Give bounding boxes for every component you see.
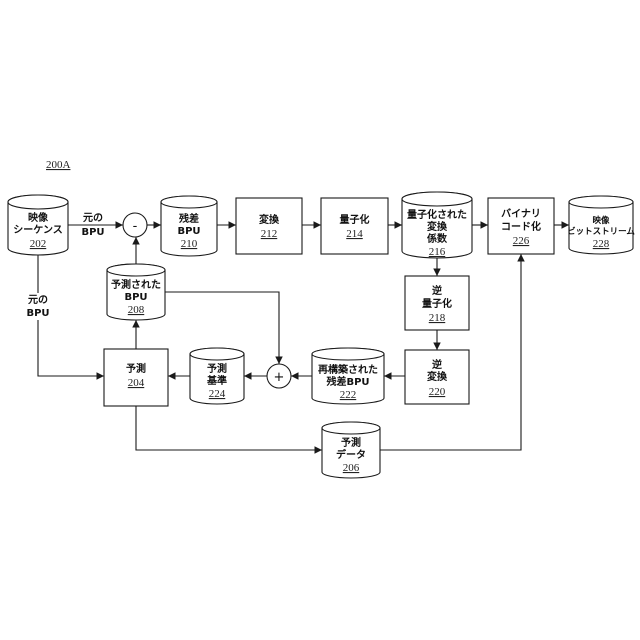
node-video-bitstream: 映像 ビットストリーム 228: [567, 196, 635, 254]
edge-label-original-bpu-left: 元の BPU: [26, 294, 49, 319]
edge-label-line-1: 元の: [28, 294, 48, 306]
quantization-label: 量子化: [340, 213, 370, 226]
prediction-reference-label-line-2: 基準: [206, 374, 227, 387]
prediction-label: 予測: [126, 362, 146, 375]
connections: [38, 225, 569, 450]
prediction-data-label-line-1: 予測: [341, 436, 361, 449]
plus-symbol: +: [274, 370, 285, 385]
binary-coding-ref: 226: [513, 235, 530, 247]
video-sequence-ref: 202: [30, 238, 47, 250]
quantization-ref: 214: [346, 228, 363, 240]
node-video-sequence: 映像 シーケンス 202: [8, 195, 68, 255]
box-shape: [321, 198, 388, 254]
box-shape: [236, 198, 302, 254]
inverse-quantization-label-line-1: 逆: [432, 284, 442, 297]
transform-label: 変換: [259, 213, 280, 226]
node-reconstructed-residual: 再構築された 残差BPU 222: [312, 348, 384, 404]
node-prediction: 予測 204: [104, 349, 168, 406]
edge-label-line-2: BPU: [26, 308, 49, 319]
transform-ref: 212: [261, 228, 278, 240]
arrow-sequence-to-prediction: [38, 320, 104, 376]
residual-bpu-label-line-2: BPU: [177, 226, 200, 237]
predicted-bpu-label-line-2: BPU: [124, 292, 147, 303]
cylinder-top: [569, 196, 633, 208]
quantized-coeffs-label-line-2: 変換: [427, 220, 448, 233]
inverse-quantization-label-line-2: 量子化: [422, 297, 452, 310]
minus-symbol: -: [133, 219, 138, 234]
arrow-prediction-to-data: [136, 406, 322, 450]
prediction-reference-label-line-1: 予測: [207, 362, 227, 375]
video-sequence-label-line-2: シーケンス: [13, 224, 63, 236]
cylinder-top: [161, 196, 217, 208]
figure-label: 200A: [46, 159, 71, 171]
node-quantized-coefficients: 量子化された 変換 係数 216: [402, 192, 472, 258]
cylinder-top: [8, 195, 68, 209]
prediction-ref: 204: [128, 377, 145, 389]
inverse-quantization-ref: 218: [429, 312, 446, 324]
predicted-bpu-label-line-1: 予測された: [111, 278, 161, 291]
edge-label-line-1: 元の: [83, 212, 103, 224]
reconstructed-residual-label-line-2: 残差BPU: [326, 375, 369, 388]
cylinder-top: [322, 422, 380, 434]
quantized-coeffs-ref: 216: [429, 246, 446, 258]
node-prediction-data: 予測 データ 206: [322, 422, 380, 478]
predicted-bpu-ref: 208: [128, 304, 145, 316]
cylinder-top: [402, 192, 472, 206]
cylinder-top: [190, 348, 244, 360]
residual-bpu-label-line-1: 残差: [179, 212, 199, 225]
residual-bpu-ref: 210: [181, 238, 198, 250]
reconstructed-residual-ref: 222: [340, 389, 357, 401]
node-quantization: 量子化 214: [321, 198, 388, 254]
inverse-transform-label-line-1: 逆: [432, 358, 442, 371]
cylinder-top: [107, 264, 165, 276]
node-inverse-quantization: 逆 量子化 218: [405, 276, 469, 330]
node-inverse-transform: 逆 変換 220: [405, 350, 469, 404]
quantized-coeffs-label-line-3: 係数: [427, 232, 448, 245]
video-bitstream-ref: 228: [593, 238, 610, 250]
cylinder-top: [312, 348, 384, 360]
binary-coding-label-line-1: バイナリ: [501, 208, 541, 220]
binary-coding-label-line-2: コード化: [501, 220, 541, 233]
node-add: +: [267, 364, 291, 388]
node-binary-coding: バイナリ コード化 226: [488, 198, 554, 254]
node-predicted-bpu: 予測された BPU 208: [107, 264, 165, 320]
node-residual-bpu: 残差 BPU 210: [161, 196, 217, 256]
edge-label-line-2: BPU: [81, 227, 104, 238]
video-bitstream-label-line-1: 映像: [592, 215, 610, 226]
reconstructed-residual-label-line-1: 再構築された: [318, 363, 378, 376]
video-sequence-label-line-1: 映像: [28, 211, 49, 224]
inverse-transform-label-line-2: 変換: [427, 370, 448, 383]
quantized-coeffs-label-line-1: 量子化された: [407, 208, 467, 221]
node-subtract: -: [123, 213, 147, 237]
video-bitstream-label-line-2: ビットストリーム: [567, 226, 635, 237]
prediction-data-label-line-2: データ: [336, 448, 366, 461]
prediction-data-ref: 206: [343, 462, 360, 474]
node-transform: 変換 212: [236, 198, 302, 254]
prediction-reference-ref: 224: [209, 388, 226, 400]
node-prediction-reference: 予測 基準 224: [190, 348, 244, 404]
inverse-transform-ref: 220: [429, 386, 446, 398]
